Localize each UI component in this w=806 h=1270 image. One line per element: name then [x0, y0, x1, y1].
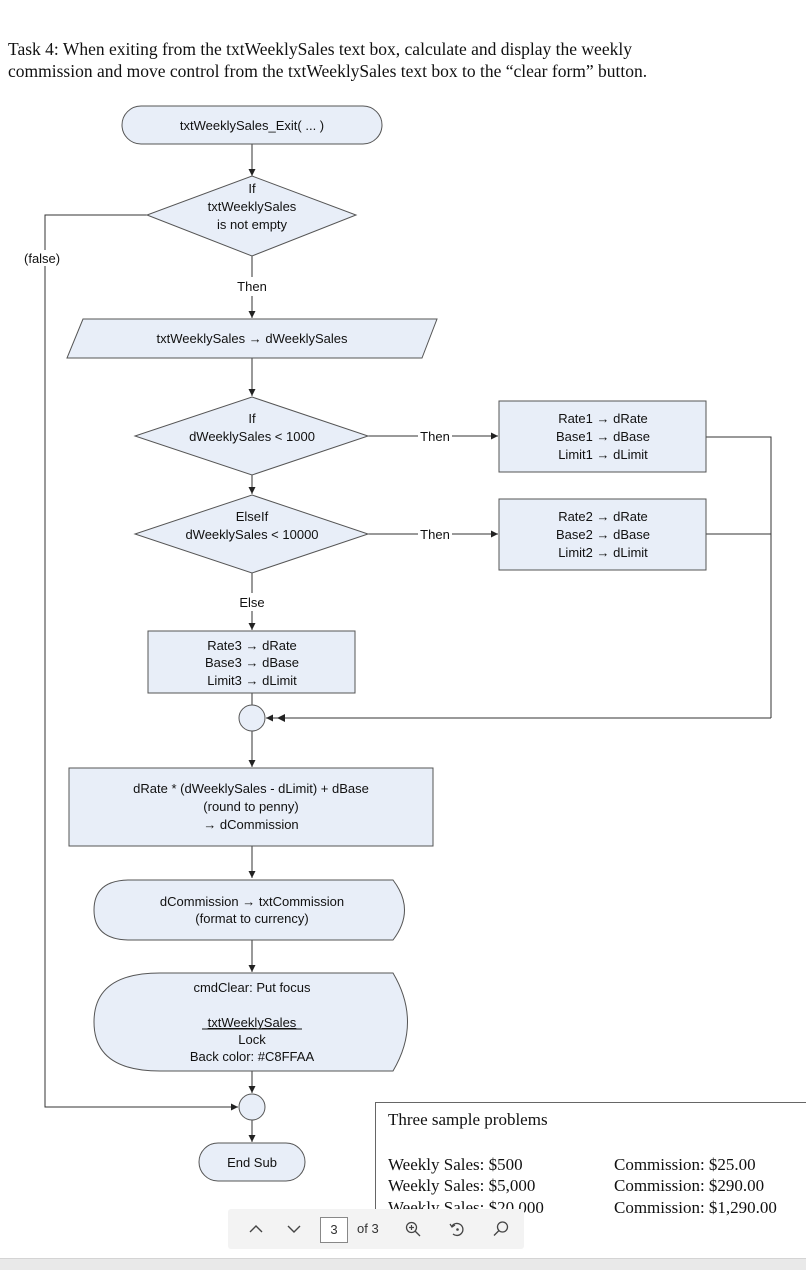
focus-line-4: Back color: #C8FFAA [190, 1049, 315, 1064]
chevron-down-icon [287, 1225, 301, 1233]
if2-label-1: If [248, 411, 256, 426]
task-line-1: Task 4: When exiting from the txtWeeklyS… [8, 39, 632, 59]
elseif-label-1: ElseIf [236, 509, 269, 524]
box3-line-3: Limit3 → dLimit [207, 673, 297, 688]
sample-weekly-sales: Weekly Sales: $5,000 [388, 1176, 536, 1195]
then-label-2: Then [420, 429, 450, 444]
display-shape [93, 879, 405, 941]
else-label: Else [239, 595, 264, 610]
box2-line-1: Rate2 → dRate [558, 509, 648, 524]
box3-process [147, 630, 356, 694]
if2-label-2: dWeeklySales < 1000 [189, 429, 315, 444]
box3-line-2: Base3 → dBase [205, 655, 299, 670]
task-line-2: commission and move control from the txt… [8, 61, 648, 81]
calc-line-3: → dCommission [203, 817, 298, 832]
box1-line-2: Base1 → dBase [556, 429, 650, 444]
merge-connector-2 [238, 1093, 266, 1121]
box3-line-1: Rate3 → dRate [207, 638, 297, 653]
search-icon [493, 1221, 509, 1236]
start-label: txtWeeklySales_Exit( ... ) [180, 118, 324, 133]
sample-commission: Commission: $1,290.00 [614, 1198, 777, 1217]
box2-line-3: Limit2 → dLimit [558, 545, 648, 560]
zoom-in-icon [405, 1221, 421, 1237]
rotate-icon [449, 1222, 464, 1237]
box2-line-2: Base2 → dBase [556, 527, 650, 542]
then-label-3: Then [420, 527, 450, 542]
next-page-button[interactable] [276, 1209, 312, 1249]
false-label-bg [20, 250, 70, 266]
end-label: End Sub [227, 1155, 277, 1170]
page-total: of 3 [357, 1221, 379, 1236]
calc-line-1: dRate * (dWeeklySales - dLimit) + dBase [133, 781, 369, 796]
sample-commission: Commission: $25.00 [614, 1155, 756, 1174]
if-diamond [145, 175, 358, 257]
page-number-input[interactable]: 3 [320, 1217, 348, 1243]
sample-commission: Commission: $290.00 [614, 1176, 765, 1195]
rotate-button[interactable] [442, 1209, 472, 1249]
false-branch-line [44, 214, 238, 1111]
task-description: Task 4: When exiting from the txtWeeklyS… [8, 38, 798, 82]
focus-line-2: txtWeeklySales [208, 1015, 297, 1030]
sample-row: Weekly Sales: $5,000 Commission: $290.00 [388, 1176, 806, 1198]
elseif-label-2: dWeeklySales < 10000 [185, 527, 318, 542]
double-arrow-head [277, 714, 285, 722]
if-label-2: txtWeeklySales [208, 199, 297, 214]
search-button[interactable] [486, 1209, 516, 1249]
display-line-2: (format to currency) [195, 911, 308, 926]
start-terminal [121, 105, 383, 145]
input-parallelogram [66, 318, 438, 359]
box2-process [498, 498, 707, 571]
then-label-1: Then [237, 279, 267, 294]
merge-connector [238, 704, 266, 732]
sample-problems-box: Three sample problems Weekly Sales: $500… [375, 1102, 806, 1225]
window-bottom-bar [0, 1258, 806, 1270]
calc-line-2: (round to penny) [203, 799, 298, 814]
box1-line-3: Limit1 → dLimit [558, 447, 648, 462]
connectors [44, 144, 772, 1142]
end-terminal [198, 1142, 306, 1182]
display-line-1: dCommission → txtCommission [160, 894, 344, 909]
false-label: (false) [24, 251, 60, 266]
if2-diamond [133, 396, 370, 476]
pdf-viewer-toolbar: 3 of 3 [228, 1209, 524, 1249]
chevron-up-icon [249, 1225, 263, 1233]
box1-line-1: Rate1 → dRate [558, 411, 648, 426]
zoom-in-button[interactable] [398, 1209, 428, 1249]
sample-weekly-sales: Weekly Sales: $500 [388, 1155, 523, 1174]
focus-line-1: cmdClear: Put focus [193, 980, 311, 995]
input-label: txtWeeklySales → dWeeklySales [157, 331, 348, 346]
focus-line-3: Lock [238, 1032, 266, 1047]
elseif-diamond [133, 494, 370, 574]
focus-shape [93, 972, 408, 1072]
box1-process [498, 400, 707, 473]
calc-process [68, 767, 434, 847]
if-label-3: is not empty [217, 217, 288, 232]
sample-row: Weekly Sales: $500 Commission: $25.00 [388, 1155, 806, 1177]
sample-title: Three sample problems [388, 1110, 548, 1129]
previous-page-button[interactable] [238, 1209, 274, 1249]
if-label-1: If [248, 181, 256, 196]
line-box1-to-right [706, 436, 772, 718]
